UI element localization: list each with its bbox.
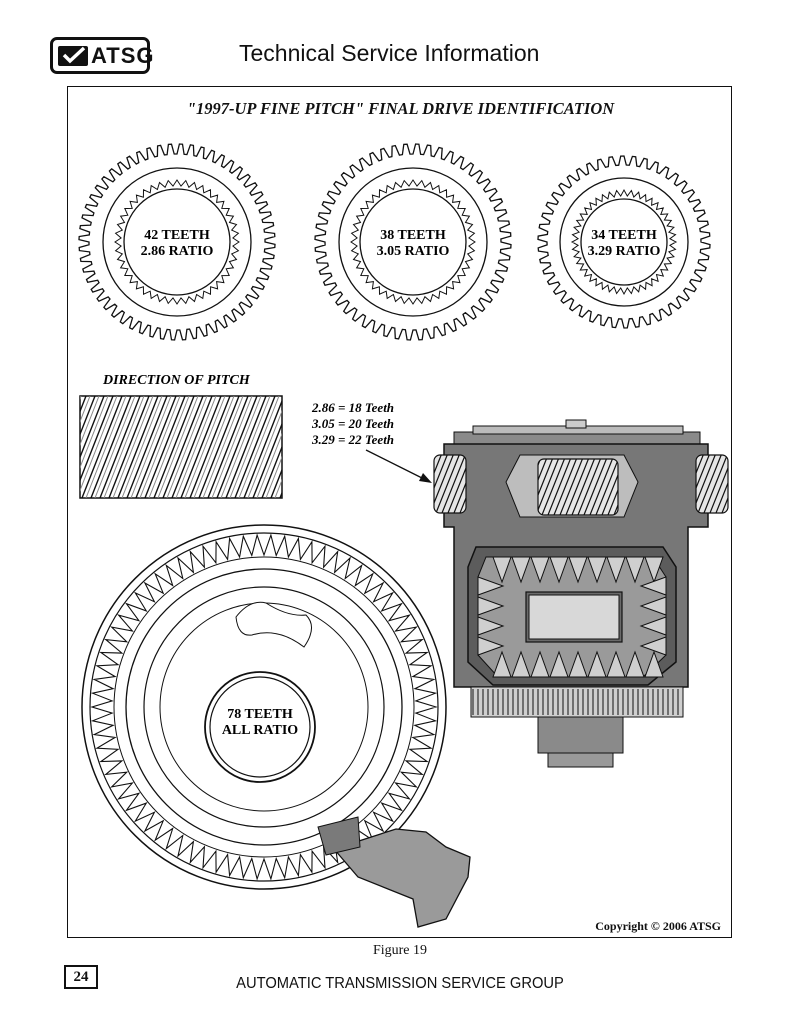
final-drive-gear-34	[537, 155, 711, 329]
footer-title: AUTOMATIC TRANSMISSION SERVICE GROUP	[236, 975, 564, 992]
helical-pitch-sample	[79, 395, 283, 499]
pinion-note-2-86: 2.86 = 18 Teeth	[311, 400, 394, 415]
pointer-arrow	[365, 449, 432, 483]
direction-of-pitch-label: DIRECTION OF PITCH	[102, 373, 251, 388]
gear-38-ratio-label: 3.05 RATIO	[377, 244, 450, 259]
ring-gear-ratio-label: ALL RATIO	[222, 723, 298, 738]
figure-title: "1997-UP FINE PITCH" FINAL DRIVE IDENTIF…	[186, 99, 615, 118]
ring-gear-78	[81, 524, 471, 928]
final-drive-diagram: 42 TEETH 2.86 RATIO 38 TEETH 3.05 RATIO …	[78, 143, 729, 928]
checkmark-icon	[58, 46, 88, 66]
final-drive-gear-42	[78, 143, 276, 341]
pinion-note-3-05: 3.05 = 20 Teeth	[311, 416, 394, 431]
figure-frame: "1997-UP FINE PITCH" FINAL DRIVE IDENTIF…	[67, 86, 732, 938]
figure-caption: Figure 19	[372, 943, 428, 958]
gear-38-teeth-label: 38 TEETH	[380, 228, 446, 243]
gear-42-ratio-label: 2.86 RATIO	[141, 244, 214, 259]
gear-34-teeth-label: 34 TEETH	[591, 228, 657, 243]
atsg-logo: ATSG	[50, 37, 153, 74]
differential-assembly	[433, 419, 729, 768]
gear-34-ratio-label: 3.29 RATIO	[588, 244, 661, 259]
gear-42-teeth-label: 42 TEETH	[144, 228, 210, 243]
page-header-title: Technical Service Information	[239, 40, 540, 66]
copyright-notice: Copyright © 2006 ATSG	[595, 919, 721, 933]
ring-gear-teeth-label: 78 TEETH	[227, 707, 293, 722]
page-number: 24	[64, 965, 98, 989]
logo-text: ATSG	[91, 43, 155, 68]
final-drive-gear-38	[314, 143, 512, 341]
pinion-note-3-29: 3.29 = 22 Teeth	[311, 432, 394, 447]
